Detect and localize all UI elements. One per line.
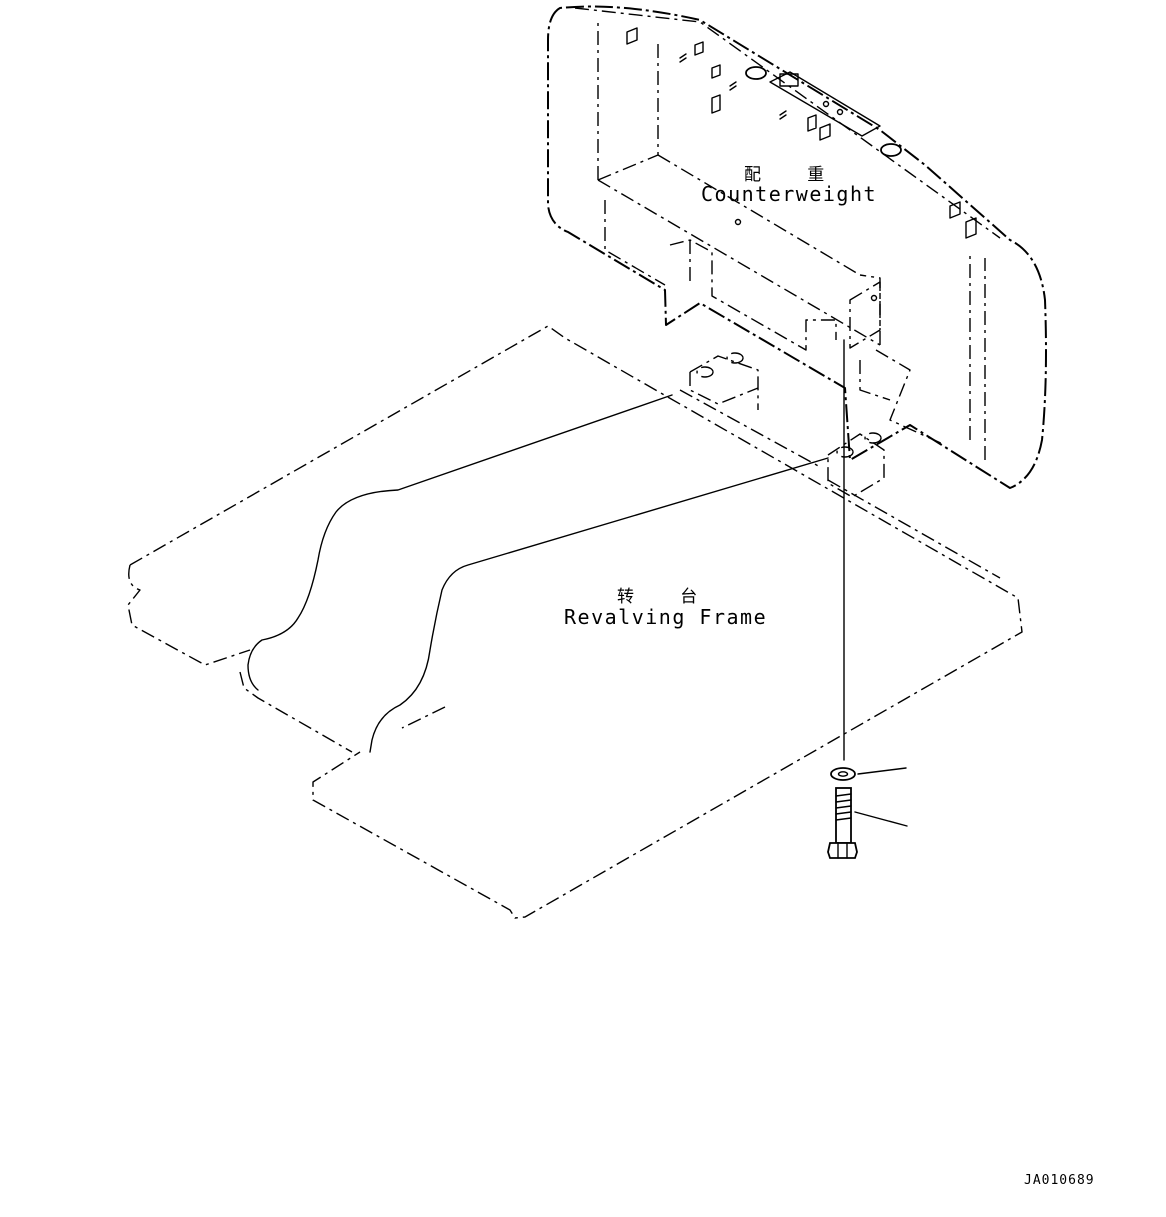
counterweight-drawing <box>547 5 1047 489</box>
counterweight-label-cjk: 配 重 <box>744 165 843 185</box>
revolving-frame-drawing <box>127 325 1023 919</box>
revolving-frame-label: Revalving Frame <box>564 605 768 629</box>
washer-part <box>830 767 856 781</box>
drawing-code: JA010689 <box>1024 1173 1095 1188</box>
counterweight-label: Counterweight <box>701 182 878 206</box>
washer-leader-line <box>857 767 907 775</box>
revolving-frame-label-cjk: 转 台 <box>617 587 716 607</box>
bolt-leader-line <box>854 811 908 827</box>
bolt-part <box>827 787 858 859</box>
